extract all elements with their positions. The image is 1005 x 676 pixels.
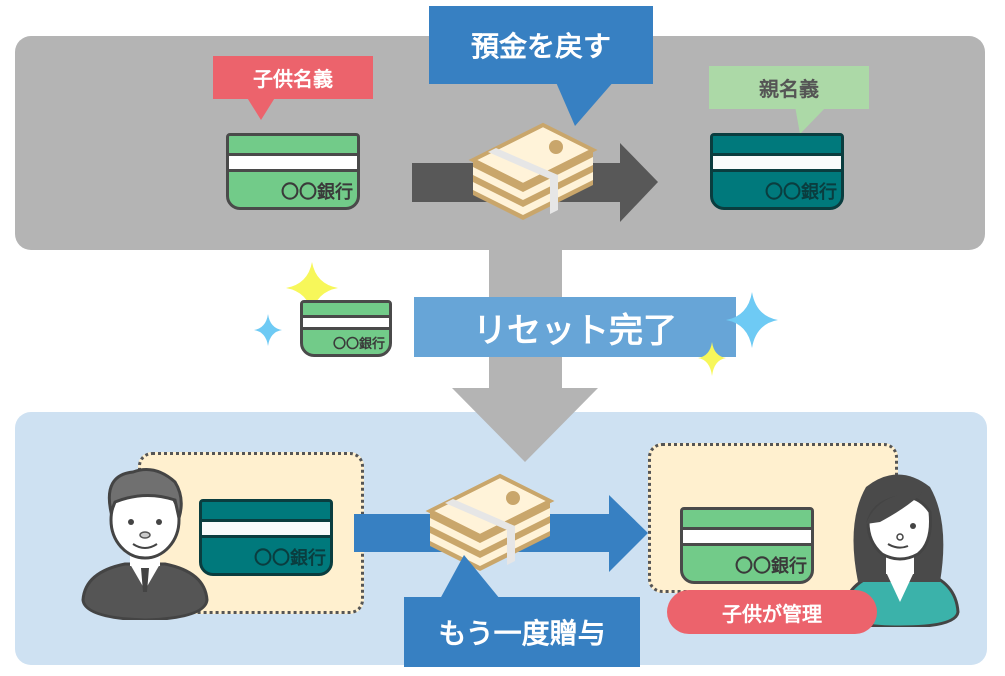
father-avatar-icon (81, 468, 209, 620)
return-deposit-tag: 預金を戻す (429, 6, 653, 84)
money-bundle-icon (425, 473, 555, 571)
child-avatar-icon (841, 474, 960, 627)
child-bank-card: 〇〇銀行 (226, 133, 360, 210)
red-tag-pointer (246, 96, 276, 120)
gift-again-tag: もう一度贈与 (404, 597, 640, 667)
sparkle-icon (698, 292, 778, 376)
child-manages-tag: 子供が管理 (667, 590, 877, 634)
bank-name: 〇〇銀行 (735, 555, 807, 577)
child-name-tag: 子供名義 (213, 56, 373, 99)
bank-name: 〇〇銀行 (254, 547, 326, 569)
reset-bank-card: 〇〇銀行 (300, 300, 392, 357)
sparkle-icon (254, 262, 338, 346)
parent-name-tag: 親名義 (709, 66, 869, 109)
green-tag-pointer (795, 106, 827, 134)
bank-name: 〇〇銀行 (332, 337, 385, 353)
gift-tag-pointer (440, 555, 500, 599)
reset-complete-tag: リセット完了 (414, 297, 736, 357)
bank-name: 〇〇銀行 (281, 181, 353, 203)
money-bundle-icon (468, 122, 598, 220)
parent-bank-card-bottom: 〇〇銀行 (199, 499, 333, 576)
bank-name: 〇〇銀行 (765, 181, 837, 203)
blue-tag-pointer (555, 80, 615, 126)
child-bank-card-bottom: 〇〇銀行 (680, 507, 814, 584)
parent-bank-card: 〇〇銀行 (710, 133, 844, 210)
